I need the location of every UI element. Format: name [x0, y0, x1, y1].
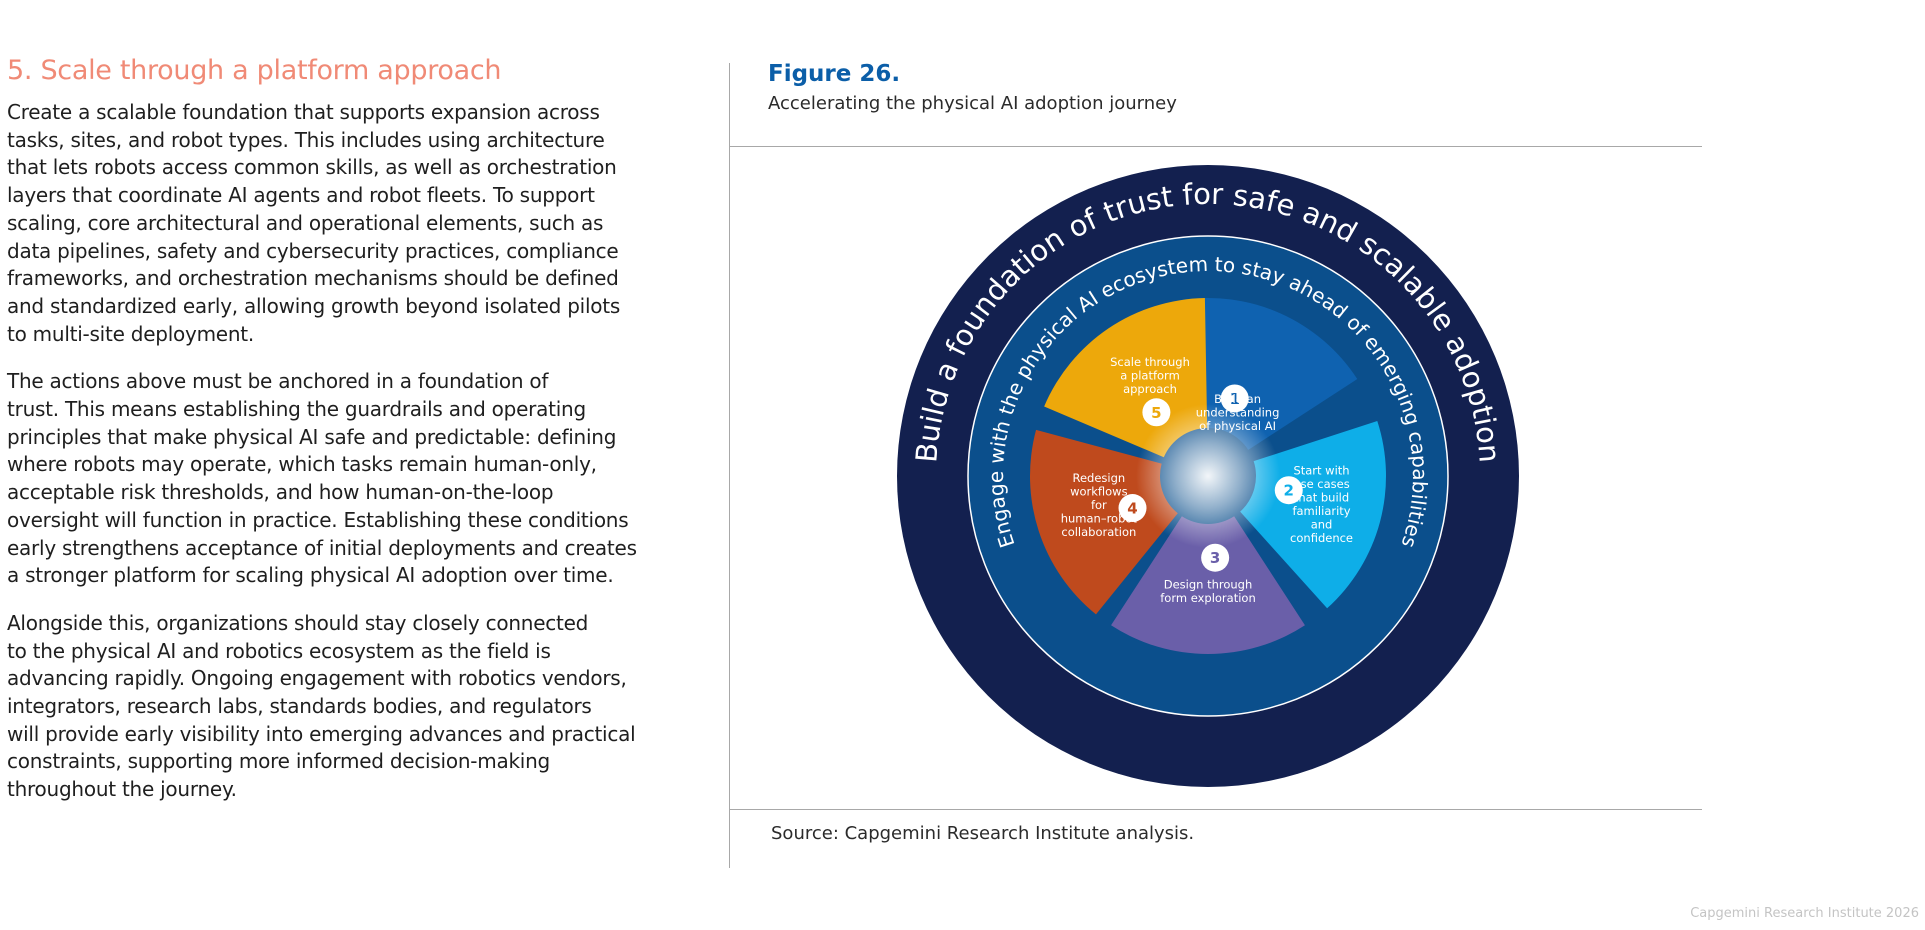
footer-credit: Capgemini Research Institute 2026 — [1690, 906, 1919, 921]
step-number-5: 5 — [1151, 404, 1161, 422]
figure-bottom-divider — [730, 809, 1702, 810]
step-number-1: 1 — [1229, 390, 1239, 408]
paragraph-trust: The actions above must be anchored in a … — [7, 369, 637, 588]
step-number-2: 2 — [1284, 482, 1294, 500]
step-number-4: 4 — [1127, 500, 1137, 518]
step-badge-3 — [1201, 543, 1230, 572]
figure-top-divider — [730, 146, 1702, 147]
step-number-3: 3 — [1210, 549, 1220, 567]
ring-separator — [967, 235, 1449, 717]
article-column: 5. Scale through a platform approach Cre… — [7, 55, 647, 824]
section-title: 5. Scale through a platform approach — [7, 55, 502, 86]
center-hub — [1136, 404, 1280, 548]
figure-subtitle: Accelerating the physical AI adoption jo… — [768, 93, 1177, 114]
column-divider — [729, 63, 730, 868]
paragraph-platform: Create a scalable foundation that suppor… — [7, 100, 621, 346]
step-badges: 1 2 3 4 5 — [1118, 384, 1303, 572]
segment-3 — [1111, 516, 1305, 654]
figure-label: Figure 26. — [768, 61, 901, 87]
figure-source: Source: Capgemini Research Institute ana… — [771, 823, 1195, 844]
step-badge-5 — [1142, 398, 1171, 427]
adoption-journey-diagram: Build a foundation of trust for safe and… — [897, 165, 1519, 787]
step-badge-2 — [1274, 476, 1303, 505]
step-badge-4 — [1118, 494, 1147, 523]
paragraph-ecosystem: Alongside this, organizations should sta… — [7, 610, 636, 802]
step-badge-1 — [1220, 384, 1249, 413]
